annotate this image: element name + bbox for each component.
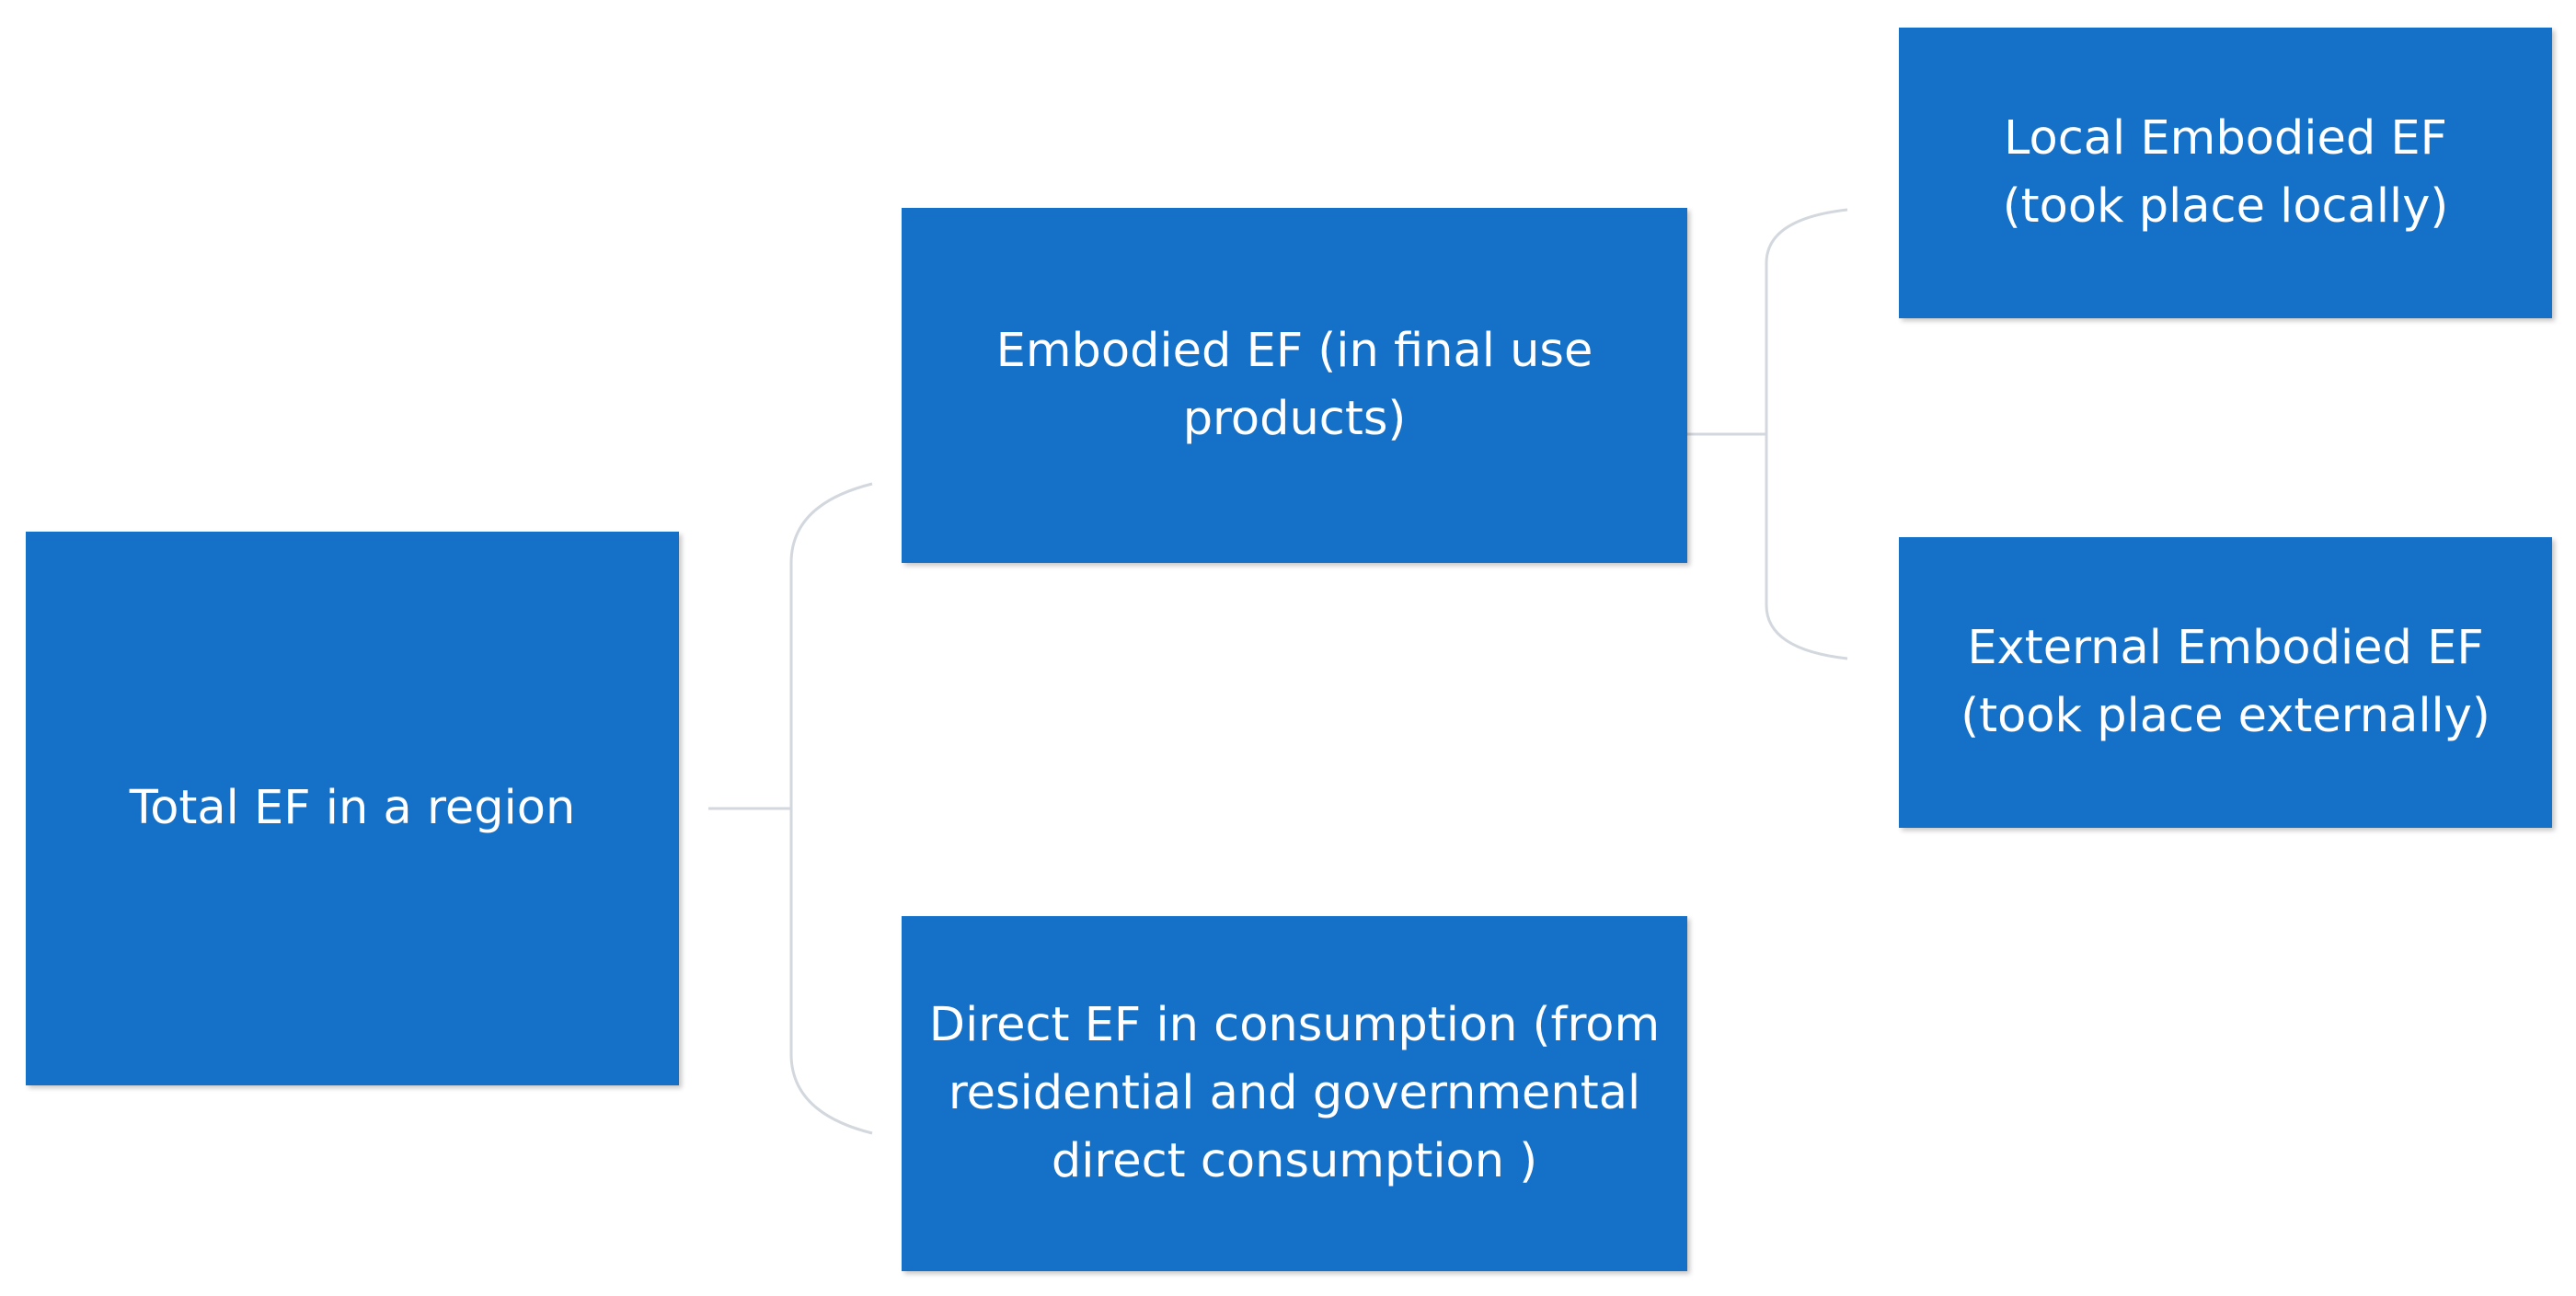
- node-external-embodied-ef: External Embodied EF (took place externa…: [1899, 537, 2552, 828]
- node-direct-ef-label: Direct EF in consumption (from residenti…: [928, 998, 1661, 1188]
- node-embodied-ef-label: Embodied EF (in final use products): [995, 324, 1593, 446]
- node-external-embodied-ef-label: External Embodied EF (took place externa…: [1961, 621, 2490, 743]
- node-local-embodied-ef-label: Local Embodied EF (took place locally): [2002, 111, 2449, 234]
- connector-total-to-direct: [789, 809, 873, 1135]
- node-direct-ef: Direct EF in consumption (from residenti…: [902, 916, 1687, 1271]
- node-total-ef-label: Total EF in a region: [129, 781, 576, 836]
- node-local-embodied-ef: Local Embodied EF (took place locally): [1899, 28, 2552, 318]
- connector-embodied-to-local: [1765, 208, 1848, 434]
- node-embodied-ef: Embodied EF (in final use products): [902, 208, 1687, 563]
- connector-embodied-to-external: [1765, 434, 1848, 660]
- connector-total-to-embodied: [789, 482, 873, 809]
- node-total-ef: Total EF in a region: [26, 532, 679, 1085]
